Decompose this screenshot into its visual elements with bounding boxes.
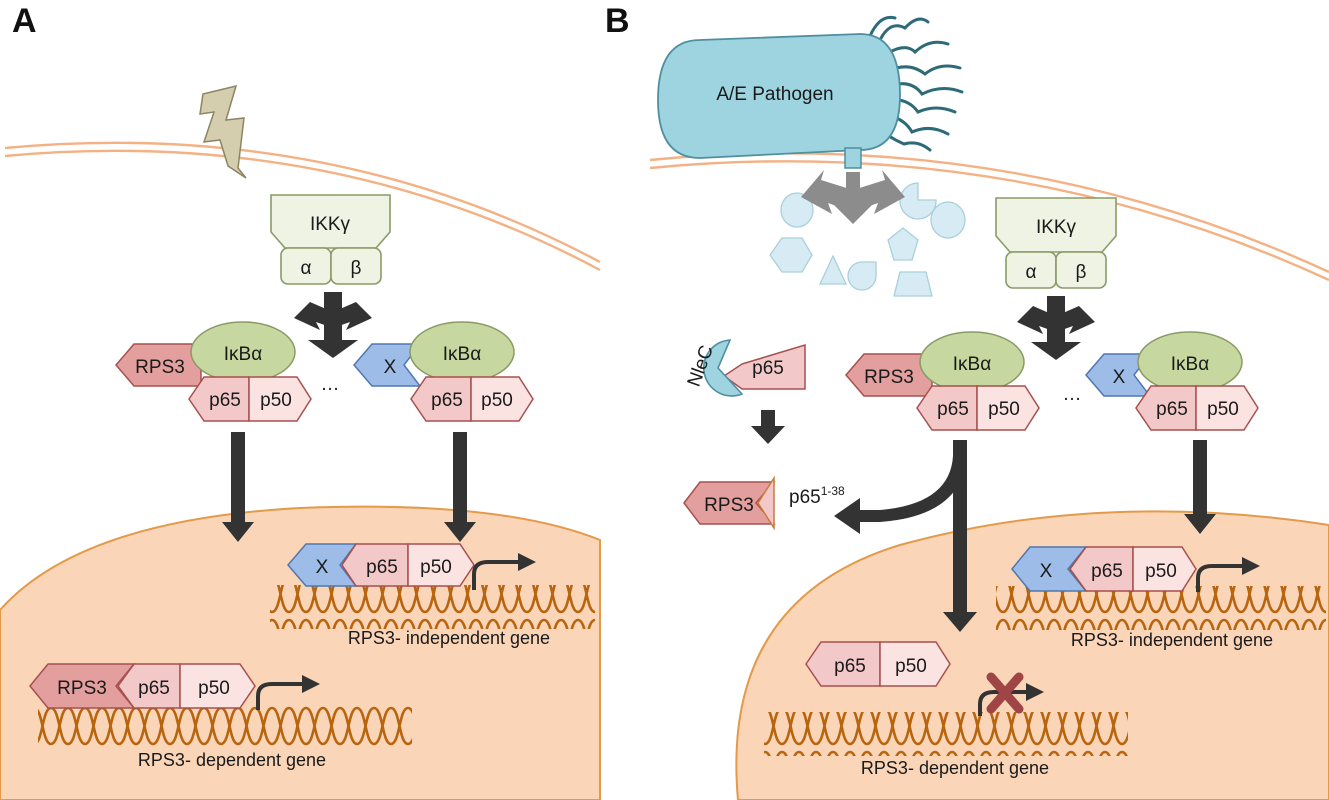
p65-p50-nuclear-dimer: p65 p50 — [805, 641, 951, 687]
p50-label: p50 — [1207, 399, 1239, 420]
dna-independent-b — [996, 586, 1326, 630]
secretion-needle — [844, 147, 862, 169]
p50-label: p50 — [1145, 561, 1177, 582]
gene-label-independent-b: RPS3- independent gene — [1071, 630, 1273, 650]
p50-label: p50 — [988, 399, 1020, 420]
panel-a: A IKKγ α β RPS3 IκB — [0, 2, 601, 800]
rps3-ikba-p65-p50-complex-b: RPS3 IκBα p65 p50 — [845, 331, 1040, 431]
ikk-beta-label: β — [351, 258, 362, 279]
transcription-arrow-icon — [256, 675, 320, 710]
cell-membrane-b — [649, 152, 1329, 282]
cell-membrane-a — [4, 141, 601, 272]
p65-label: p65 — [138, 678, 170, 699]
p50-label: p50 — [260, 390, 292, 411]
x-p65-p50-nuclear-complex-b: X p65 p50 — [1011, 546, 1197, 592]
x-label: X — [316, 557, 329, 578]
ikk-alpha-label: α — [301, 258, 312, 279]
p65-label: p65 — [834, 656, 866, 677]
transcription-arrow-icon — [1196, 557, 1260, 592]
p65-label: p65 — [752, 358, 784, 379]
p65-fragment-label: p65 — [789, 487, 821, 508]
rps3-label: RPS3 — [57, 678, 107, 699]
rps3-p65-p50-nuclear-complex-a: RPS3 p65 p50 — [29, 663, 256, 709]
lightning-stimulus-icon — [199, 84, 247, 179]
blocked-transcription-arrow-icon — [978, 683, 1044, 716]
translocation-arrow-left-a — [222, 432, 254, 542]
x-label: X — [1040, 561, 1053, 582]
p65-label: p65 — [937, 399, 969, 420]
gene-label-independent-a: RPS3- independent gene — [348, 628, 550, 648]
x-ikba-p65-p50-complex-a: X IκBα p65 p50 — [353, 321, 534, 422]
p50-label: p50 — [198, 678, 230, 699]
ikba-label: IκBα — [1171, 354, 1209, 375]
transcription-block-x-icon — [986, 672, 1024, 714]
ae-pathogen: A/E Pathogen — [657, 33, 901, 169]
branching-translocation-arrow — [834, 440, 977, 632]
rps3-label: RPS3 — [704, 495, 754, 516]
ikba-label: IκBα — [224, 344, 262, 365]
ikk-complex-a: IKKγ α β — [270, 194, 391, 285]
ikk-activation-arrow-a — [294, 292, 372, 358]
dna-dependent-a — [38, 705, 412, 749]
cleavage-arrow — [751, 410, 785, 444]
effector-fragments — [769, 182, 966, 297]
p50-label: p50 — [895, 656, 927, 677]
x-label: X — [384, 357, 397, 378]
p65-label: p65 — [366, 557, 398, 578]
effector-injection-arrow — [801, 170, 905, 224]
ikk-beta-label: β — [1076, 262, 1087, 283]
p50-label: p50 — [420, 557, 452, 578]
ikba-label: IκBα — [953, 354, 991, 375]
p65-label: p65 — [431, 390, 463, 411]
ikk-gamma-label: IKKγ — [310, 214, 351, 235]
pathogen-label: A/E Pathogen — [716, 84, 833, 105]
svg-text:p651-38: p651-38 — [789, 484, 845, 508]
p65-label: p65 — [1091, 561, 1123, 582]
p65-fragment-superscript: 1-38 — [821, 484, 845, 498]
translocation-arrow-right-a — [444, 432, 476, 542]
panel-a-label: A — [12, 2, 37, 40]
rps3-label: RPS3 — [135, 357, 185, 378]
gene-label-dependent-b: RPS3- dependent gene — [861, 758, 1049, 778]
ellipsis-a: … — [321, 374, 340, 395]
translocation-arrow-right-b — [1184, 440, 1216, 534]
x-ikba-p65-p50-complex-b: X IκBα p65 p50 — [1085, 331, 1259, 431]
p65-label: p65 — [209, 390, 241, 411]
ikk-activation-arrow-b — [1017, 296, 1095, 360]
rps3-p65-fragment-complex: RPS3 p651-38 — [683, 475, 845, 531]
rps3-label: RPS3 — [864, 367, 914, 388]
p50-label: p50 — [481, 390, 513, 411]
ikba-label: IκBα — [443, 344, 481, 365]
dna-independent-a — [270, 585, 595, 629]
panel-b-label: B — [605, 2, 630, 40]
transcription-arrow-icon — [472, 553, 536, 590]
x-p65-p50-nuclear-complex-a: X p65 p50 — [287, 543, 475, 587]
p65-label: p65 — [1156, 399, 1188, 420]
x-label: X — [1113, 367, 1126, 388]
ikk-alpha-label: α — [1026, 262, 1037, 283]
ikk-complex-b: IKKγ α β — [995, 197, 1117, 289]
nlec-p65-complex: p65 NleC — [684, 339, 806, 397]
ikk-gamma-label: IKKγ — [1036, 217, 1077, 238]
ellipsis-b: … — [1063, 384, 1082, 405]
dna-dependent-b — [764, 712, 1128, 756]
panel-b: B A/E Pathogen — [605, 2, 1329, 800]
gene-label-dependent-a: RPS3- dependent gene — [138, 750, 326, 770]
rps3-ikba-p65-p50-complex-a: RPS3 IκBα p65 p50 — [115, 321, 312, 422]
